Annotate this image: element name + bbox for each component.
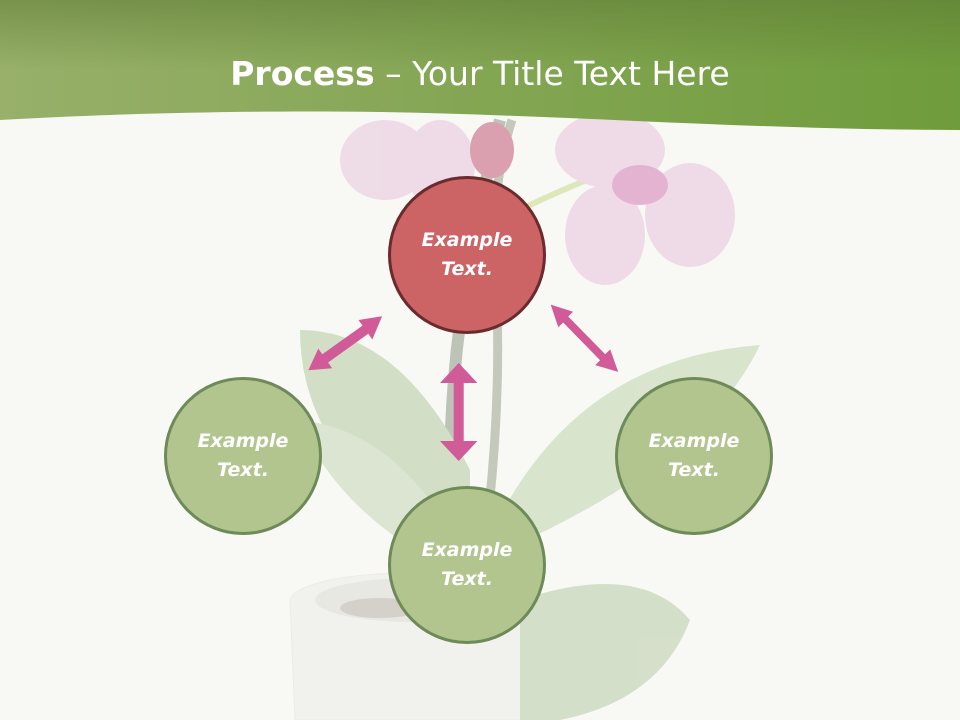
node-right-line2: Text. [668, 459, 720, 481]
arrows [308, 304, 619, 461]
node-top-line2: Text. [441, 258, 493, 280]
node-left-line2: Text. [217, 459, 269, 481]
arrow-top-left [308, 316, 383, 371]
process-node-right: Example Text. [615, 377, 773, 535]
node-bottom-line2: Text. [441, 568, 493, 590]
arrow-top-right [550, 304, 619, 372]
node-left-line1: Example [197, 430, 289, 452]
title-rest: Your Title Text Here [412, 54, 730, 93]
node-bottom-line1: Example [421, 539, 513, 561]
slide-title: Process – Your Title Text Here [0, 44, 960, 104]
node-right-line1: Example [648, 430, 740, 452]
process-node-bottom: Example Text. [388, 486, 546, 644]
node-top-line1: Example [421, 229, 513, 251]
title-bold: Process [230, 54, 375, 93]
title-dash: – [385, 54, 402, 93]
process-node-left: Example Text. [164, 377, 322, 535]
arrow-vertical [440, 363, 478, 461]
process-node-top: Example Text. [388, 176, 546, 334]
